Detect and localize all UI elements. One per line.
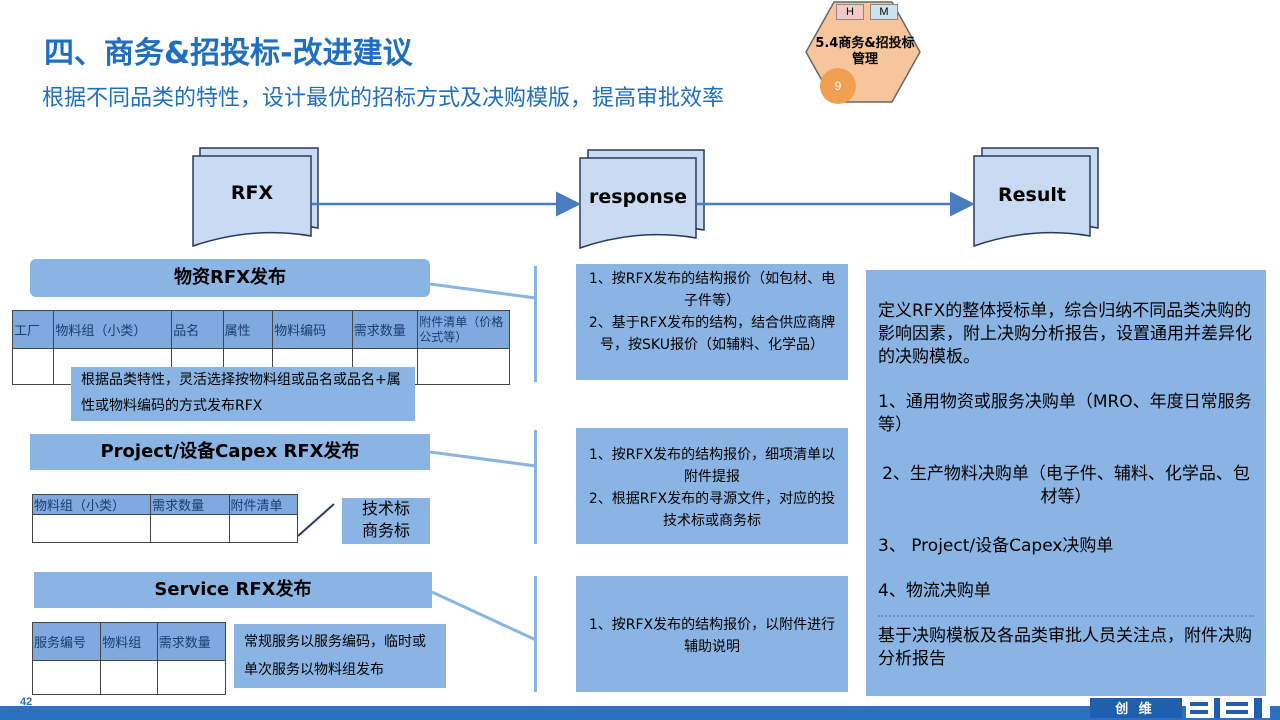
table-cell[interactable]	[31, 660, 102, 695]
table-header-cell: 附件清单	[228, 494, 298, 515]
footer-bar	[0, 706, 1280, 720]
page-subtitle: 根据不同品类的特性，设计最优的招标方式及决购模版，提高审批效率	[42, 86, 725, 111]
technical-bid-label: 技术标	[361, 499, 410, 518]
result-item-3: 3、 Project/设备Capex决购单	[878, 536, 1114, 556]
result-intro: 定义RFX的整体授标单，综合归纳不同品类决购的影响因素，附上决购分析报告，设置通…	[878, 301, 1252, 367]
rfx-label: RFX	[230, 182, 274, 204]
table-header-cell: 工厂	[11, 310, 55, 349]
service-rfx-table: 服务编号 物料组 需求数量	[31, 622, 227, 695]
table-header-cell: 物料编码	[272, 310, 353, 349]
level-badge-h: H	[836, 4, 864, 20]
flow-diagram	[192, 147, 1099, 250]
page-title: 四、商务&招投标-改进建议	[44, 36, 413, 71]
table-cell[interactable]	[31, 514, 152, 543]
table-header-cell: 服务编号	[31, 622, 102, 661]
table-header-cell: 品名	[171, 310, 224, 349]
table-header-cell: 物料组	[100, 622, 158, 661]
divider-line-project	[534, 430, 537, 544]
project-response-box: 1、按RFX发布的结构报价，细项清单以附件提报 2、根据RFX发布的寻源文件，对…	[576, 428, 848, 544]
service-rfx-note: 常规服务以服务编码，临时或单次服务以物料组发布	[234, 624, 446, 688]
table-cell[interactable]	[100, 660, 158, 695]
result-item-2: 2、生产物料决购单（电子件、辅料、化学品、包材等）	[882, 464, 1250, 507]
table-header-cell: 物料组（小类）	[53, 310, 173, 349]
table-header-cell: 属性	[222, 310, 274, 349]
result-item-4: 4、物流决购单	[878, 581, 991, 601]
dotted-divider	[878, 615, 1254, 617]
table-cell[interactable]	[228, 514, 298, 543]
response-document-icon	[579, 149, 705, 250]
result-summary-box: 定义RFX的整体授标单，综合归纳不同品类决购的影响因素，附上决购分析报告，设置通…	[866, 270, 1266, 696]
result-item-1: 1、通用物资或服务决购单（MRO、年度日常服务等）	[878, 392, 1252, 435]
section-label: 5.4商务&招投标管理	[815, 36, 915, 67]
response-label: response	[589, 186, 687, 208]
table-header-cell: 需求数量	[156, 622, 227, 661]
brand-logo-icon	[1090, 698, 1270, 718]
table-cell[interactable]	[11, 348, 55, 385]
table-header-cell: 需求数量	[351, 310, 419, 349]
level-badge-m: M	[870, 4, 898, 20]
materials-rfx-note: 根据品类特性，灵活选择按物料组或品名或品名+属性或物料编码的方式发布RFX	[71, 367, 415, 421]
table-cell[interactable]	[156, 660, 227, 695]
page-number: 42	[20, 696, 33, 708]
result-label: Result	[998, 184, 1066, 206]
table-header-cell: 物料组（小类）	[31, 494, 152, 515]
result-document-icon	[973, 147, 1099, 248]
project-rfx-note: 技术标 商务标	[342, 498, 430, 544]
divider-line-materials	[534, 266, 537, 382]
materials-rfx-title: 物资RFX发布	[30, 259, 430, 297]
result-footer: 基于决购模板及各品类审批人员关注点，附件决购分析报告	[878, 626, 1252, 669]
project-rfx-title: Project/设备Capex RFX发布	[30, 434, 430, 470]
divider-line-service	[534, 576, 537, 692]
table-header-cell: 附件清单（价格公式等）	[417, 310, 510, 349]
service-response-box: 1、按RFX发布的结构报价，以附件进行辅助说明	[576, 576, 848, 692]
commercial-bid-label: 商务标	[361, 521, 410, 540]
table-cell[interactable]	[150, 514, 230, 543]
brand-logo-text: 创 维	[1115, 702, 1155, 717]
table-header-cell: 需求数量	[150, 494, 230, 515]
rfx-document-icon	[192, 147, 319, 248]
project-rfx-table: 物料组（小类） 需求数量 附件清单	[31, 494, 298, 543]
table-cell[interactable]	[417, 348, 510, 385]
service-rfx-title: Service RFX发布	[34, 572, 432, 608]
section-number-badge: 9	[820, 68, 856, 104]
materials-response-box: 1、按RFX发布的结构报价（如包材、电子件等） 2、基于RFX发布的结构，结合供…	[576, 264, 848, 380]
